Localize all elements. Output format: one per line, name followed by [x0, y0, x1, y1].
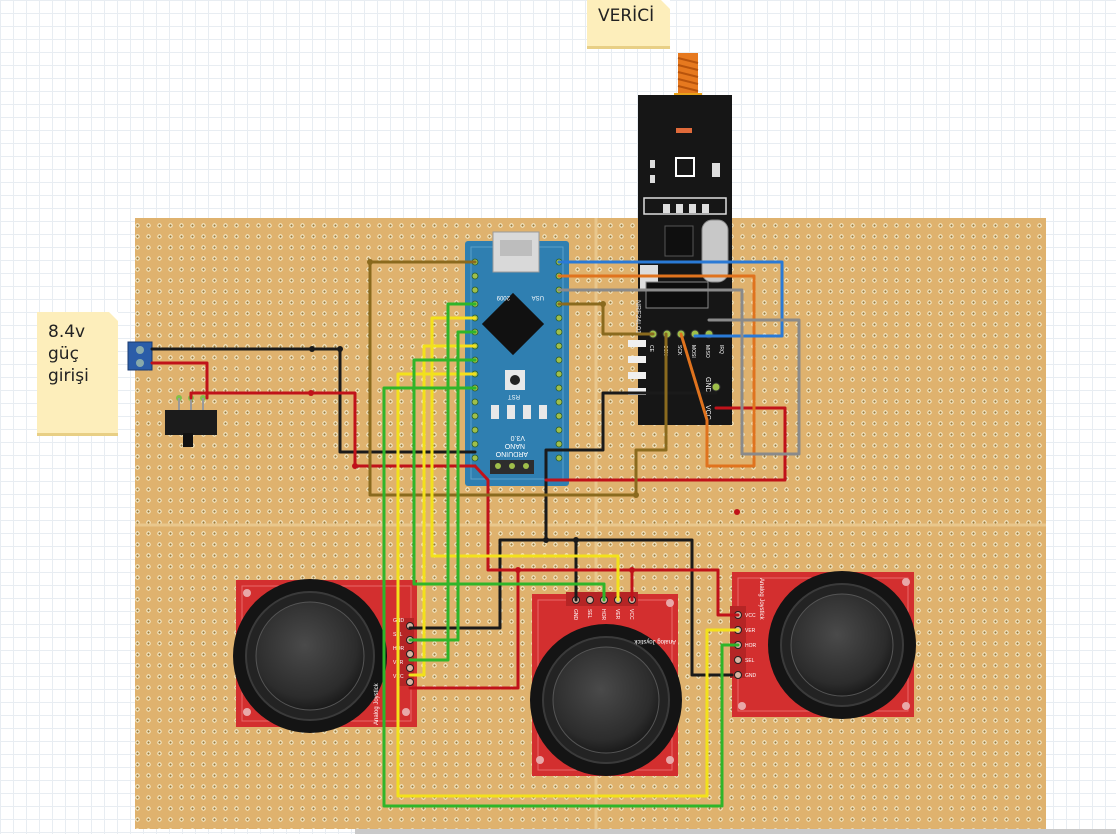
- wire-yellow-3: [396, 372, 740, 798]
- joystick-3-pin-gnd: GND: [745, 673, 757, 679]
- power-input-note[interactable]: 8.4v güç girişi: [37, 312, 118, 433]
- junction-dots: [308, 259, 740, 573]
- power-terminal[interactable]: [127, 341, 153, 371]
- joystick-1-title: Analog Joystick: [374, 682, 380, 725]
- wire-brown-csn: [557, 302, 655, 336]
- arduino-nano[interactable]: ARDUINO NANO V3.0 2009 USA RST: [465, 231, 569, 486]
- nrf-pin-gnd: GND: [704, 377, 711, 393]
- joystick-2-pin-sel: SEL: [586, 609, 592, 619]
- joystick-2[interactable]: Analog Joystick GND SEL HOR VER VCC: [530, 592, 682, 776]
- arduino-name: ARDUINO: [495, 450, 528, 457]
- nrf-pin-ce: CE: [648, 345, 654, 353]
- joystick-2-pin-ver: VER: [614, 609, 620, 620]
- joystick-3-title: Analog Joystick: [758, 578, 764, 621]
- wire-yellow-2: [430, 316, 620, 602]
- wire-gnd-nrf: [544, 391, 718, 460]
- wire-gray-miso: [557, 288, 801, 456]
- nrf-pin-miso: MISO: [704, 345, 710, 358]
- arduino-model: NANO: [504, 442, 525, 449]
- scrollbar-horizontal[interactable]: [355, 829, 1116, 834]
- nrf-pin-mosi: MOSI: [690, 345, 696, 358]
- wire-gnd-power: [150, 347, 477, 454]
- joystick-2-pin-gnd: GND: [572, 609, 578, 621]
- power-note-line3: girişi: [48, 366, 89, 386]
- wire-vcc-bus: [473, 464, 740, 617]
- power-note-line1: 8.4v: [48, 322, 86, 342]
- power-note-line2: güç: [48, 344, 79, 364]
- joystick-3[interactable]: Analog Joystick VCC VER HOR SEL GND: [730, 571, 916, 719]
- nrf-pin-irq: IRQ: [718, 345, 724, 354]
- wire-green-3: [412, 358, 606, 602]
- joystick-1[interactable]: Analog Joystick GND SEL HOR VER VCC: [233, 579, 417, 733]
- joystick-3-pin-vcc: VCC: [745, 613, 756, 619]
- wire-vcc-nrf: [544, 406, 787, 482]
- joystick-3-pin-sel: SEL: [745, 658, 755, 664]
- wire-vcc-joy1: [408, 568, 520, 690]
- nrf24l01-module[interactable]: NRF24L01 GND VCC CE CSN SCK MOSI MISO IR…: [628, 95, 732, 425]
- slide-switch[interactable]: [165, 395, 217, 447]
- nrf-label: NRF24L01: [634, 300, 641, 334]
- wire-green-4: [382, 386, 740, 808]
- wire-vcc-switch: [189, 391, 477, 468]
- arduino-country: USA: [532, 294, 544, 300]
- joystick-2-pin-vcc: VCC: [628, 609, 634, 620]
- transmitter-note-text: VERİCİ: [598, 6, 655, 26]
- wire-orange-sck: [557, 274, 756, 468]
- wire-gnd-arduino-nrf: [544, 456, 734, 677]
- wire-vin-switch: [150, 361, 209, 400]
- arduino-rst-label: RST: [508, 393, 520, 399]
- nrf-pin-sck: SCK: [676, 345, 682, 356]
- wire-blue-mosi: [557, 260, 784, 338]
- joystick-2-pin-hor: HOR: [600, 609, 606, 621]
- arduino-version: V3.0: [510, 434, 525, 441]
- arduino-year: 2009: [496, 294, 510, 300]
- joystick-3-pin-hor: HOR: [745, 643, 757, 649]
- joystick-2-title: Analog Joystick: [633, 638, 676, 644]
- wire-green-2: [408, 330, 477, 642]
- nrf-pin-vcc: VCC: [704, 405, 711, 420]
- transmitter-note[interactable]: VERİCİ: [587, 0, 670, 46]
- joystick-3-pin-ver: VER: [745, 628, 756, 634]
- wire-green-1: [408, 302, 477, 662]
